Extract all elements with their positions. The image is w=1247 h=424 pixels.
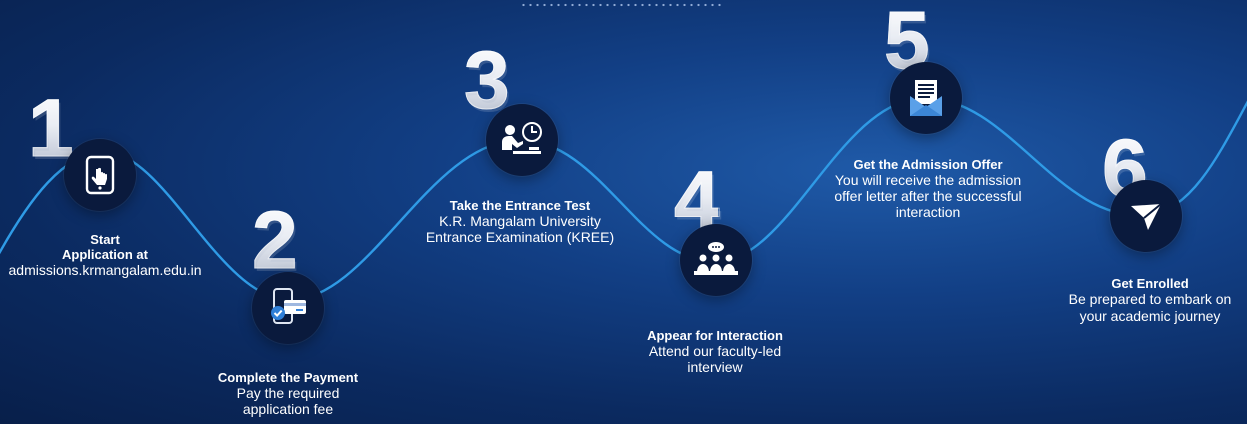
step-2-label: Complete the Payment Pay the required ap… [190, 370, 386, 417]
step-5-circle [890, 62, 962, 134]
step-1-circle [64, 139, 136, 211]
step-2-title: Complete the Payment [217, 370, 359, 385]
decorative-dots [520, 2, 725, 8]
step-2-number: 2 [252, 195, 299, 286]
step-4-desc: Attend our faculty-led interview [648, 343, 782, 375]
step-3-title: Take the Entrance Test [449, 198, 591, 213]
offer-letter-icon [910, 80, 942, 116]
step-3-desc: K.R. Mangalam University Entrance Examin… [425, 213, 615, 245]
step-1-desc: admissions.krmangalam.edu.in [8, 262, 202, 278]
step-6-title: Get Enrolled [1111, 276, 1189, 291]
step-3-circle [486, 104, 558, 176]
step-2-circle [252, 272, 324, 344]
step-4-label: Appear for Interaction Attend our facult… [620, 328, 810, 375]
step-6-desc: Be prepared to embark on your academic j… [1068, 291, 1232, 324]
step-5-label: Get the Admission Offer You will receive… [810, 157, 1046, 220]
step-4-title: Appear for Interaction [647, 328, 783, 343]
step-1-number: 1 [28, 83, 75, 174]
step-2-desc: Pay the required application fee [236, 385, 340, 417]
step-1-title: Start Application at [62, 232, 148, 262]
step-5-desc: You will receive the admission offer let… [834, 172, 1022, 220]
step-5-title: Get the Admission Offer [853, 157, 1003, 172]
step-1-label: Start Application at admissions.krmangal… [0, 232, 210, 279]
payment-card-icon [271, 288, 306, 324]
step-3-label: Take the Entrance Test K.R. Mangalam Uni… [410, 198, 630, 245]
step-6-label: Get Enrolled Be prepared to embark on yo… [1056, 276, 1244, 325]
tablet-touch-icon [85, 155, 115, 195]
step-3-number: 3 [464, 35, 511, 126]
interview-group-icon [694, 242, 738, 275]
step-6-circle [1110, 180, 1182, 252]
step-4-circle [680, 224, 752, 296]
exam-clock-icon [502, 122, 542, 154]
paper-plane-icon [1131, 203, 1162, 230]
